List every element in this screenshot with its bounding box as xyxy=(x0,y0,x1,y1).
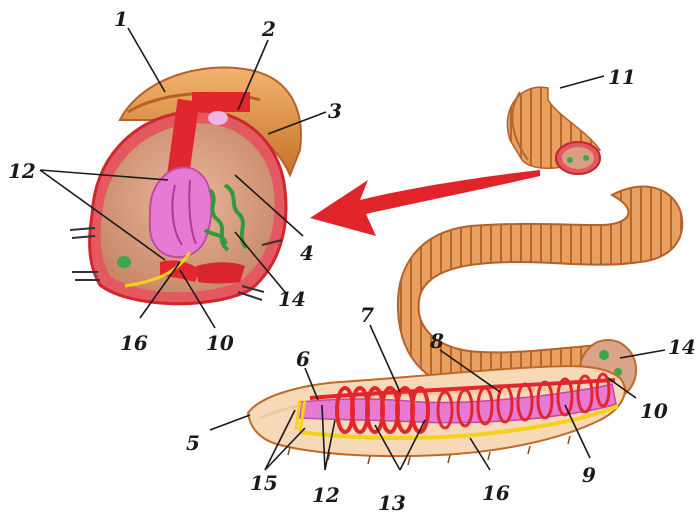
label-7: 7 xyxy=(360,303,374,327)
nephridium-left xyxy=(117,256,131,268)
label-3: 3 xyxy=(328,99,342,123)
label-9: 9 xyxy=(582,463,596,487)
label-10-top: 10 xyxy=(206,331,234,355)
label-15: 15 xyxy=(250,471,278,495)
dorsal-pore xyxy=(208,111,228,125)
label-1: 1 xyxy=(114,7,128,31)
label-5: 5 xyxy=(186,431,200,455)
label-11: 11 xyxy=(608,65,636,89)
label-10-right: 10 xyxy=(640,399,668,423)
label-16-top: 16 xyxy=(120,331,148,355)
cross-section xyxy=(70,67,301,303)
label-8: 8 xyxy=(429,329,444,353)
label-14-right: 14 xyxy=(668,335,696,359)
longitudinal-section xyxy=(248,366,625,465)
label-2: 2 xyxy=(261,17,276,41)
label-4: 4 xyxy=(300,241,314,265)
label-6: 6 xyxy=(296,347,310,371)
worm-fragment xyxy=(507,87,600,174)
label-12-top: 12 xyxy=(8,159,36,183)
label-16-bottom: 16 xyxy=(482,481,510,505)
label-13: 13 xyxy=(378,491,406,514)
label-12-bottom: 12 xyxy=(312,483,340,507)
label-14-top: 14 xyxy=(278,287,306,311)
